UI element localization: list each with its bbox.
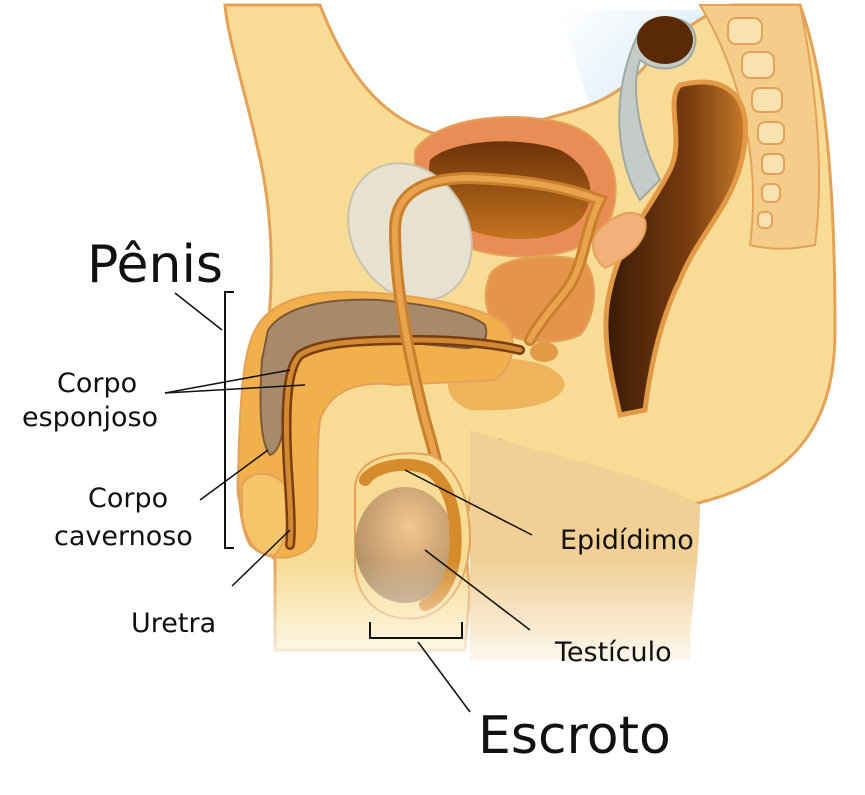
label-corpo-cavernoso-line2: cavernoso: [54, 521, 193, 552]
label-testiculo: Testículo: [554, 637, 672, 668]
label-corpo-cavernoso-line1: Corpo: [88, 483, 168, 514]
seminal-vesicle: [592, 211, 647, 270]
penis-bracket: [224, 291, 234, 549]
bottom-fade: [0, 560, 865, 680]
label-corpo-esponjoso-line2: esponjoso: [22, 402, 158, 433]
intestine: [618, 17, 697, 202]
rectum: [603, 79, 749, 418]
bulbourethral-gland: [530, 342, 558, 362]
label-corpo-esponjoso-line1: Corpo: [57, 368, 137, 399]
pubic-bone: [347, 162, 473, 302]
leader-lines: [164, 292, 533, 713]
scrotum-bracket: [369, 622, 463, 639]
spine: [698, 4, 820, 250]
label-uretra: Uretra: [131, 608, 216, 639]
label-epididimo: Epidídimo: [560, 525, 694, 556]
label-penis: Pênis: [87, 235, 223, 295]
label-escroto: Escroto: [478, 706, 671, 766]
